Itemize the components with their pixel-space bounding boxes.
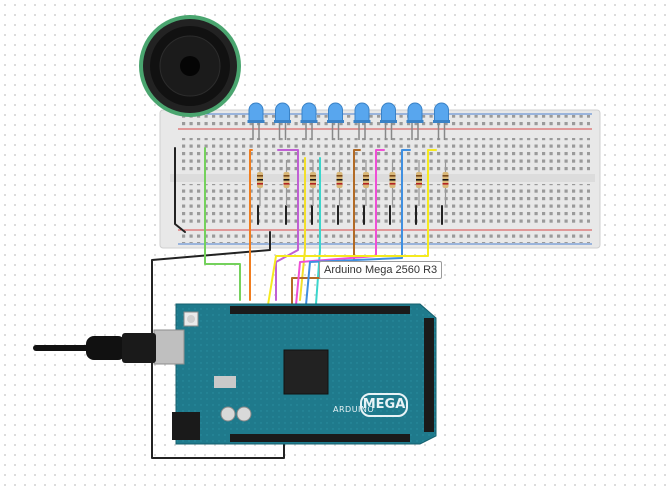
wire-led-7 — [305, 149, 411, 306]
led-3[interactable] — [300, 102, 318, 140]
wire-speaker-signal — [204, 147, 241, 301]
center-channel — [170, 174, 595, 182]
speaker[interactable] — [139, 15, 241, 117]
led-1[interactable] — [247, 102, 265, 140]
header-right — [424, 318, 434, 432]
usb-port — [153, 329, 185, 365]
rail-holes-bottom — [180, 231, 590, 243]
resistor-1[interactable] — [257, 160, 263, 206]
led-5[interactable] — [353, 102, 371, 140]
resistor-7[interactable] — [416, 160, 422, 206]
wire-led-2 — [275, 149, 299, 301]
led-group — [247, 102, 450, 140]
header-top — [230, 306, 410, 314]
breadboard[interactable] — [159, 109, 601, 249]
resistor-6[interactable] — [389, 160, 396, 206]
wire-gnd-black — [151, 323, 285, 459]
wire-gnd-breadboard — [151, 231, 271, 325]
crystal — [214, 376, 236, 388]
resistor-2[interactable] — [283, 160, 290, 206]
led-6[interactable] — [380, 102, 397, 140]
power-jack — [172, 412, 200, 440]
led-7[interactable] — [406, 102, 424, 140]
terminal-holes-top — [180, 138, 590, 174]
capacitor-1 — [220, 406, 236, 422]
resistor-4[interactable] — [336, 160, 343, 206]
led-4[interactable] — [327, 102, 344, 140]
wire-led-3 — [299, 157, 306, 301]
resistor-8[interactable] — [442, 160, 449, 206]
wire-speaker-gnd — [174, 147, 186, 233]
header-bottom — [230, 434, 410, 442]
led-8[interactable] — [433, 102, 450, 140]
wire-led-1 — [249, 149, 253, 301]
usb-cable — [33, 333, 156, 363]
board-label: Arduino Mega 2560 R3 — [319, 261, 443, 279]
arduino-mega-board[interactable] — [153, 303, 437, 445]
board-model-text: MEGA — [360, 393, 408, 417]
resistor-group — [257, 160, 449, 206]
board-brand-text: ARDUINO — [333, 405, 375, 414]
wire-led-8 — [267, 149, 437, 306]
led-2[interactable] — [274, 102, 291, 140]
wire-led-4 — [315, 157, 321, 305]
terminal-holes-bottom — [180, 184, 590, 224]
microcontroller-chip — [283, 349, 329, 395]
resistor-5[interactable] — [363, 160, 369, 206]
resistor-3[interactable] — [310, 160, 316, 206]
capacitor-2 — [236, 406, 252, 422]
